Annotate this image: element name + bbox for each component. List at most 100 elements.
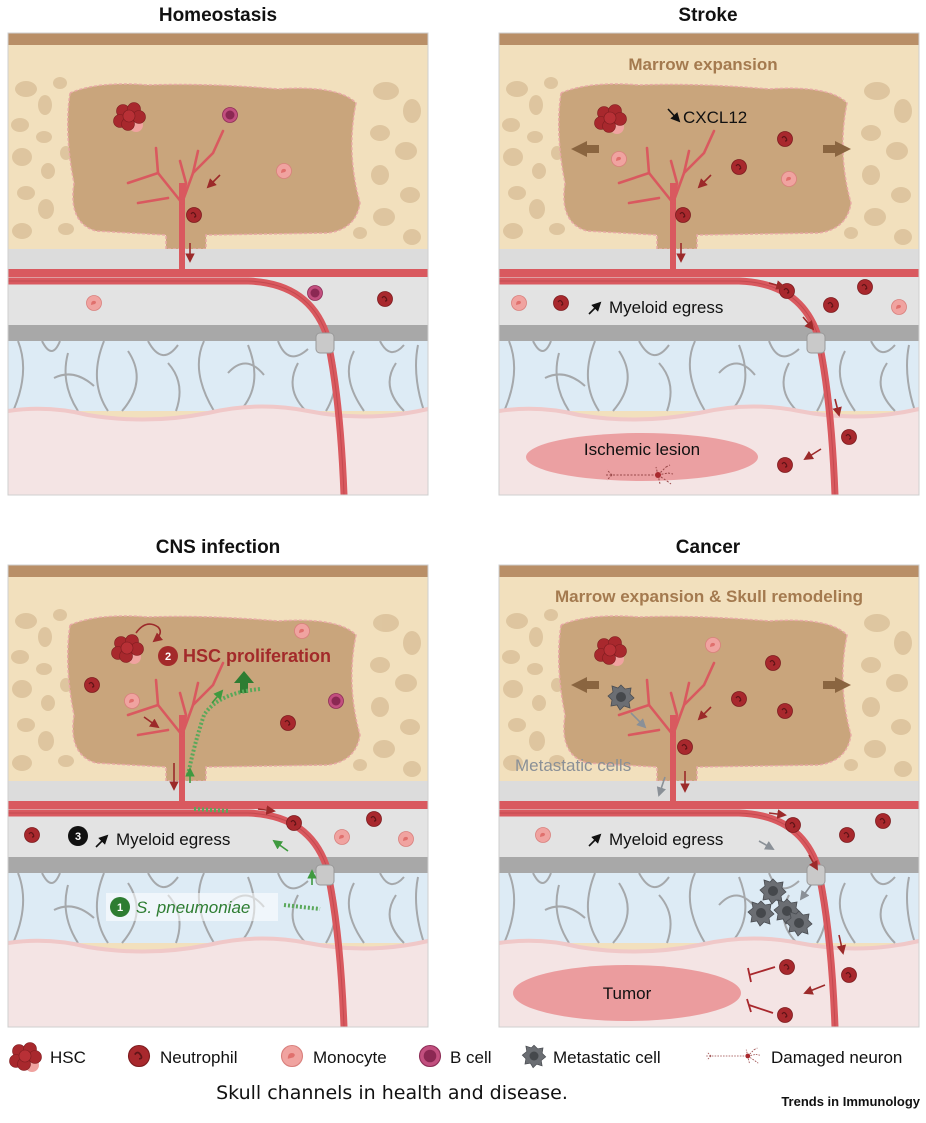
neutrophil <box>676 738 694 756</box>
neutrophil <box>856 278 874 296</box>
monocyte <box>705 637 721 653</box>
metastatic-cell-icon <box>521 1044 547 1069</box>
homeostasis-title: Homeostasis <box>159 5 277 26</box>
neutrophil <box>285 814 303 832</box>
figure-caption: Skull channels in health and disease. <box>216 1082 568 1104</box>
neutrophil <box>23 826 41 844</box>
neutrophil <box>83 676 101 694</box>
metastatic-cells-label: Metastatic cells <box>515 756 631 775</box>
monocyte <box>294 623 310 639</box>
step-3-number: 3 <box>75 831 81 843</box>
cell-arrow <box>697 174 712 189</box>
monocyte <box>334 829 350 845</box>
neutrophil-icon <box>127 1044 151 1068</box>
monocyte <box>511 295 527 311</box>
legend-neutrophil-label: Neutrophil <box>160 1048 238 1067</box>
homeostasis-panel <box>8 33 428 495</box>
neutrophil <box>776 702 794 720</box>
legend: HSC Neutrophil Monocyte B cell Metastati… <box>9 1042 902 1073</box>
step-1-number: 1 <box>117 902 123 914</box>
cell-arrow <box>768 280 786 290</box>
bacteria-path <box>186 687 261 776</box>
expansion-arrow-left <box>571 141 599 157</box>
tumor-label: Tumor <box>603 984 652 1003</box>
neutrophil <box>778 958 796 976</box>
cns-infection-title: CNS infection <box>156 537 281 558</box>
cancer-panel: Marrow expansion & Skull remodeling Meta… <box>499 565 919 1027</box>
neutrophil <box>674 206 692 224</box>
monocyte <box>124 693 140 709</box>
expansion-arrow-left <box>571 677 599 693</box>
neutrophil <box>840 966 858 984</box>
cell-arrow <box>143 716 160 729</box>
cell-arrow <box>257 805 276 815</box>
metastasis-arrow <box>656 776 666 797</box>
increase-arrow <box>95 834 109 848</box>
stroke-banner: Marrow expansion <box>628 55 777 74</box>
neutrophil <box>376 290 394 308</box>
legend-metastatic-cell-label: Metastatic cell <box>553 1048 661 1067</box>
inhibition-mark <box>746 998 774 1014</box>
b-cell-icon <box>418 1044 442 1068</box>
cancer-egress-label: Myeloid egress <box>609 830 723 849</box>
metastasis-arrow <box>630 712 647 729</box>
legend-monocyte-label: Monocyte <box>313 1048 387 1067</box>
neutrophil <box>552 294 570 312</box>
monocyte <box>398 831 414 847</box>
metastasis-arrow <box>799 884 812 901</box>
neutrophil <box>279 714 297 732</box>
cxcl12-label: CXCL12 <box>683 108 747 127</box>
s-pneumoniae-label: S. pneumoniae <box>136 898 250 917</box>
cns-egress-label: Myeloid egress <box>116 830 230 849</box>
legend-b-cell-label: B cell <box>450 1048 492 1067</box>
expansion-arrow-right <box>823 141 851 157</box>
tumor <box>513 965 741 1021</box>
cell-arrow <box>802 316 815 331</box>
cell-arrow <box>206 174 221 189</box>
inhibition-mark <box>747 966 776 983</box>
cell-arrow <box>768 809 787 819</box>
neutrophil <box>784 816 802 834</box>
neutrophil <box>730 690 748 708</box>
hsc-proliferation-label: HSC proliferation <box>183 646 331 666</box>
neutrophil <box>822 296 840 314</box>
ischemic-lesion <box>526 433 758 481</box>
cell-arrow <box>836 934 847 955</box>
legend-hsc-label: HSC <box>50 1048 86 1067</box>
bacteria-arrow <box>211 689 224 704</box>
damaged-neuron-icon <box>705 1047 761 1064</box>
monocyte <box>276 163 292 179</box>
monocyte <box>86 295 102 311</box>
cell-arrow <box>832 398 842 417</box>
neutrophil <box>776 130 794 148</box>
monocyte <box>535 827 551 843</box>
neutrophil <box>874 812 892 830</box>
neutrophil <box>185 206 203 224</box>
cancer-title: Cancer <box>676 537 741 558</box>
neutrophil <box>764 654 782 672</box>
s-pneumoniae-box <box>106 893 278 921</box>
cell-arrow <box>803 448 822 461</box>
step-2-badge <box>158 646 178 666</box>
decrease-arrow <box>667 108 681 123</box>
stroke-panel: Marrow expansion CXCL12 Myeloid egress I… <box>499 33 919 495</box>
legend-damaged-neuron-label: Damaged neuron <box>771 1048 902 1067</box>
cell-arrow <box>808 854 818 871</box>
self-renewal-arrow <box>135 623 163 643</box>
hsc-icon <box>9 1042 42 1073</box>
stroke-title: Stroke <box>678 5 737 26</box>
metastasis-arrow <box>758 840 775 850</box>
step-3-badge <box>68 826 88 846</box>
monocyte-icon <box>280 1044 304 1068</box>
monocyte <box>891 299 907 315</box>
cancer-banner: Marrow expansion & Skull remodeling <box>555 587 863 606</box>
ischemic-lesion-label: Ischemic lesion <box>584 440 700 459</box>
step-2-number: 2 <box>165 651 171 663</box>
bacteria-arrow <box>272 839 289 852</box>
journal-name: Trends in Immunology <box>781 1094 920 1109</box>
cell-arrow <box>803 984 826 995</box>
neutrophil <box>840 428 858 446</box>
proliferation-up-arrow <box>234 671 254 693</box>
stroke-egress-label: Myeloid egress <box>609 298 723 317</box>
